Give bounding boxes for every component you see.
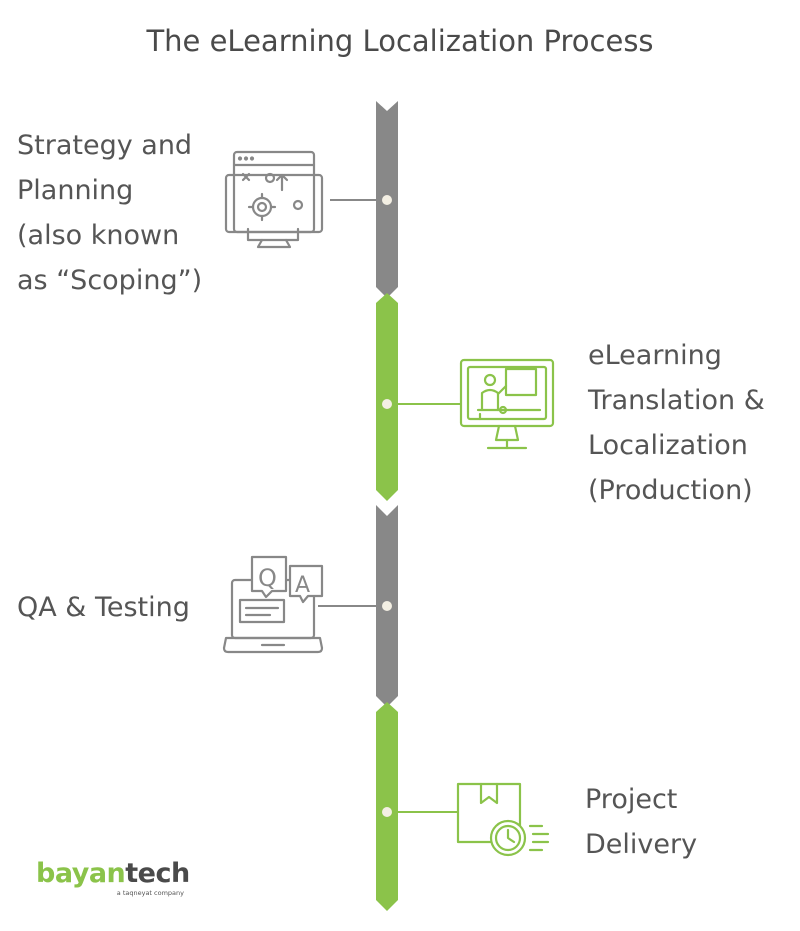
label-line: as “Scoping”)	[17, 265, 203, 296]
logo-part-tech: tech	[125, 858, 190, 889]
label-line: QA & Testing	[17, 592, 190, 623]
logo-tagline: a taqneyat company	[116, 889, 184, 897]
label-line: Strategy and	[17, 130, 193, 161]
timeline-segment-4	[376, 702, 398, 911]
logo-wordmark: bayantech	[36, 860, 196, 888]
label-line: Delivery	[585, 829, 698, 860]
bayantech-logo: bayantech a taqneyat company	[36, 860, 196, 898]
monitor-strategy-icon	[224, 150, 324, 249]
label-line: (Production)	[588, 475, 753, 506]
step-label-production: eLearning Translation & Localization (Pr…	[588, 333, 765, 513]
timeline-dot-3	[382, 601, 392, 611]
timeline-dot-2	[382, 399, 392, 409]
svg-text:Q: Q	[258, 564, 277, 592]
diagram-title: The eLearning Localization Process	[146, 24, 654, 58]
laptop-qa-icon: Q A	[222, 555, 324, 654]
monitor-presentation-icon	[459, 358, 555, 450]
step-label-qa: QA & Testing	[17, 585, 190, 630]
package-clock-icon	[456, 782, 550, 857]
timeline-dot-1	[382, 195, 392, 205]
label-line: eLearning	[588, 340, 722, 371]
label-line: Localization	[588, 430, 748, 461]
step-label-delivery: Project Delivery	[585, 777, 697, 867]
logo-part-bayan: bayan	[36, 858, 126, 889]
svg-text:A: A	[295, 573, 310, 598]
label-line: (also known	[17, 220, 180, 251]
timeline-dot-4	[382, 807, 392, 817]
label-line: Translation &	[588, 385, 765, 416]
timeline-segment-2	[376, 293, 398, 501]
label-line: Planning	[17, 175, 134, 206]
label-line: Project	[585, 784, 678, 815]
step-label-strategy: Strategy and Planning (also known as “Sc…	[17, 123, 202, 303]
